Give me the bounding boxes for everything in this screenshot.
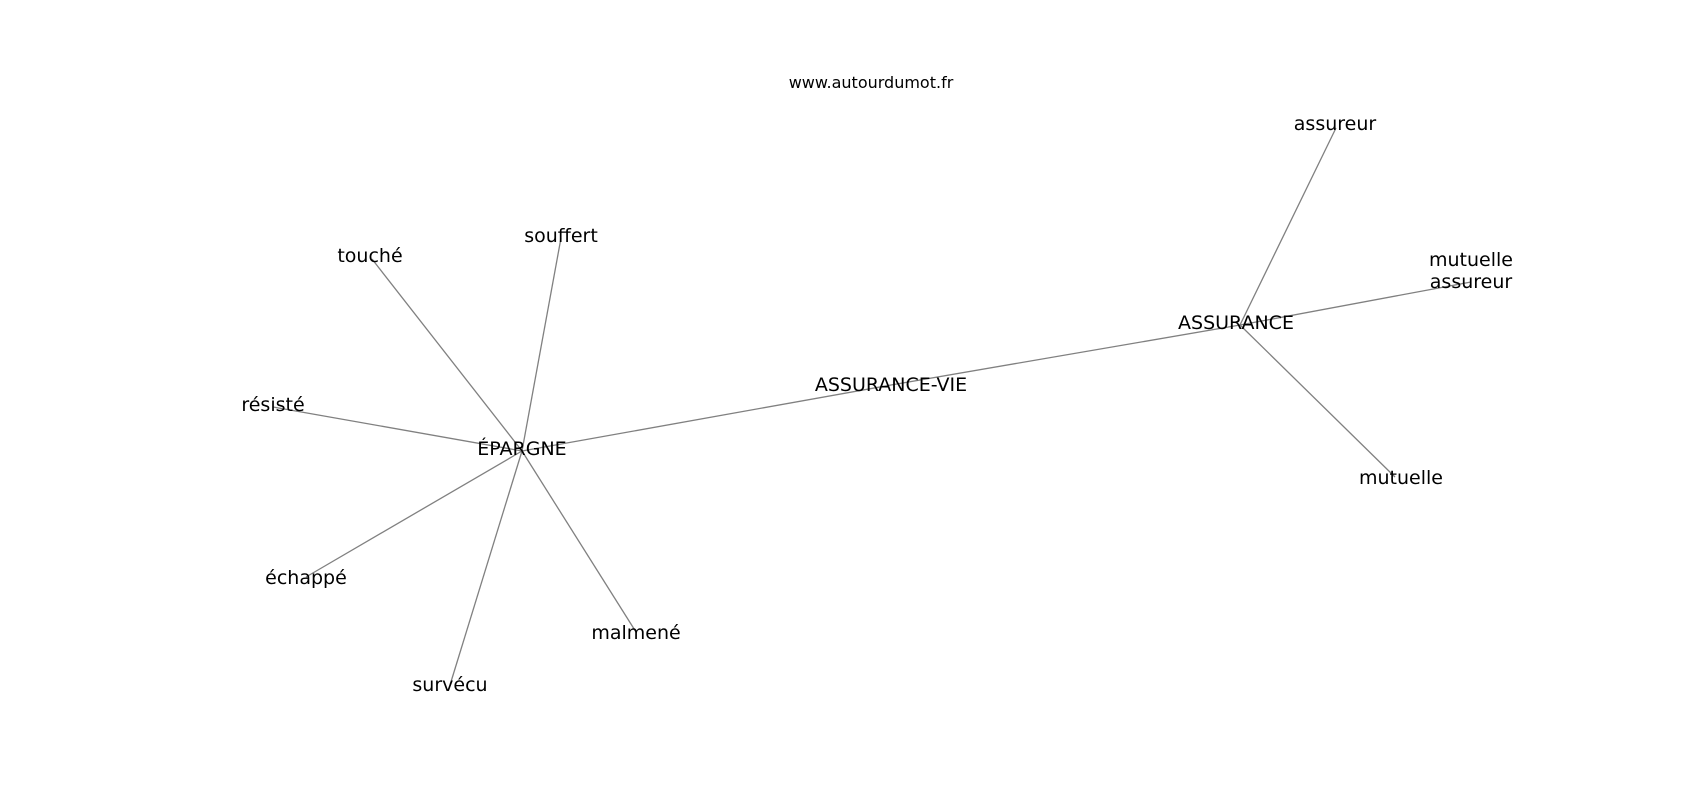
node-assureur[interactable]: assureur	[1294, 113, 1377, 135]
edge-assurance-assureur	[1239, 127, 1337, 326]
node-mutuelle[interactable]: mutuelle	[1359, 467, 1443, 489]
node-survecu[interactable]: survécu	[412, 674, 487, 696]
node-resiste[interactable]: résisté	[241, 394, 304, 416]
node-assurance-vie[interactable]: ASSURANCE-VIE	[815, 374, 967, 396]
node-echappe[interactable]: échappé	[265, 567, 347, 589]
nodes-layer: ÉPARGNE ASSURANCE-VIE ASSURANCE touché souff…	[241, 113, 1513, 696]
edge-epargne-souffert	[521, 237, 562, 452]
edge-epargne-resiste	[272, 406, 523, 452]
edge-assurance-vie-assurance	[890, 324, 1241, 386]
edge-assurance-mutuelle	[1239, 324, 1396, 478]
node-malmene[interactable]: malmené	[591, 622, 680, 644]
source-watermark: www.autourdumot.fr	[789, 73, 954, 92]
edge-epargne-survecu	[449, 450, 523, 686]
node-assurance[interactable]: ASSURANCE	[1178, 312, 1294, 334]
edge-epargne-assurance-vie	[521, 384, 892, 452]
edge-epargne-malmene	[521, 450, 637, 633]
edge-assurance-mutuelle-assureur	[1239, 281, 1472, 326]
edge-epargne-touche	[371, 258, 523, 452]
node-epargne[interactable]: ÉPARGNE	[477, 437, 566, 460]
node-souffert[interactable]: souffert	[524, 225, 598, 247]
edges-layer	[272, 127, 1472, 686]
node-touche[interactable]: touché	[337, 245, 402, 267]
edge-epargne-echappe	[305, 450, 523, 578]
